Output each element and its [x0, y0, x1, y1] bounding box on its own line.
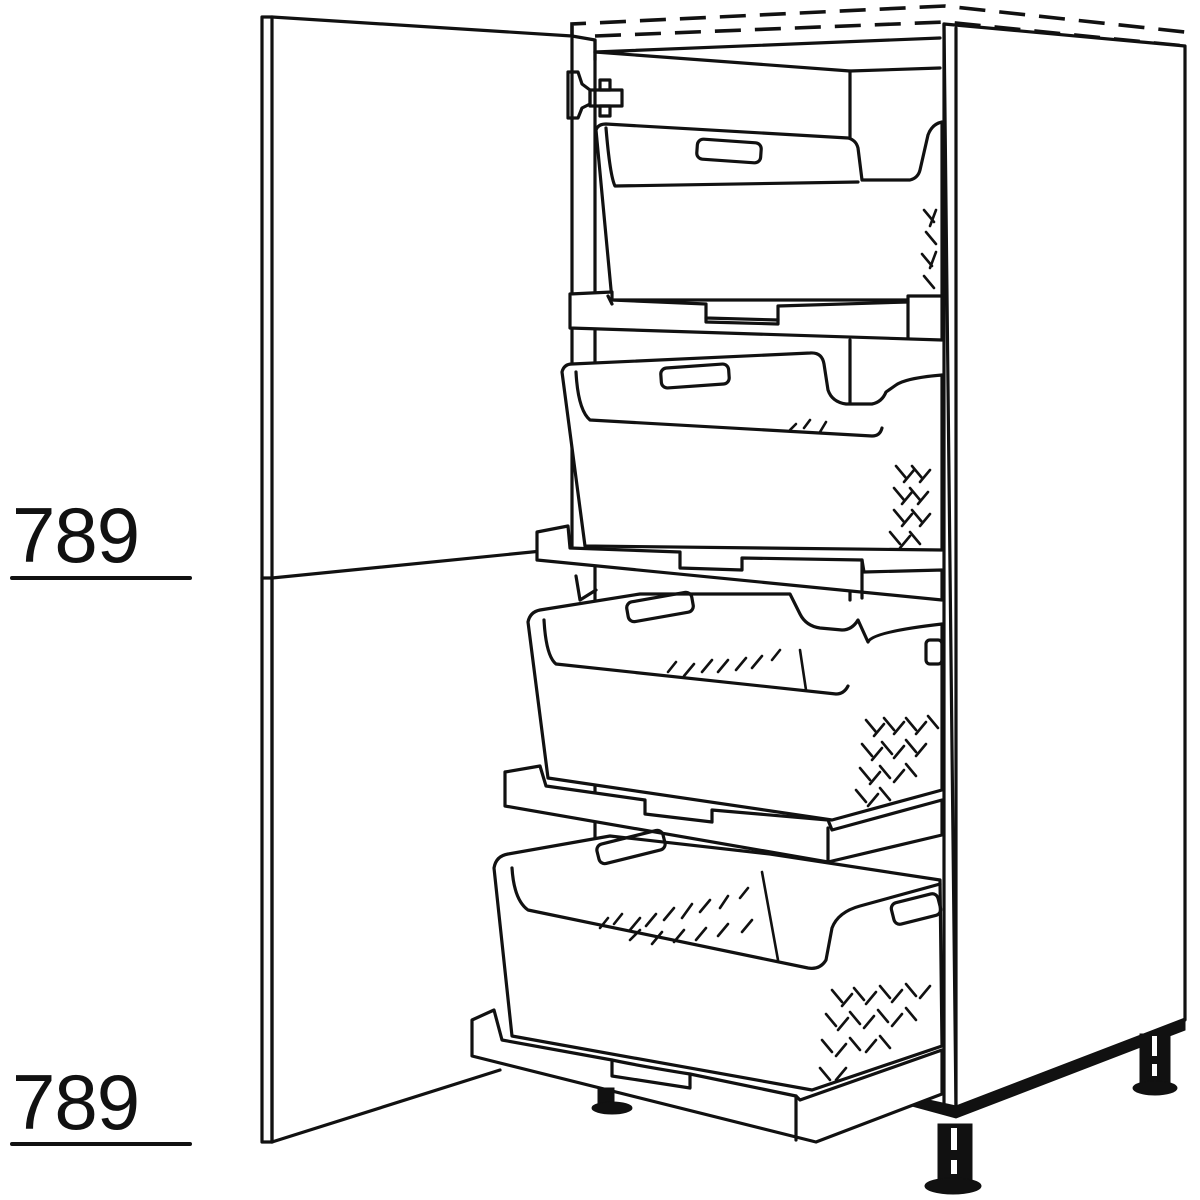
cabinet-legs [591, 1033, 1178, 1195]
cabinet-side-panel [911, 22, 1187, 1119]
hinge-icon [566, 70, 624, 120]
basket-third [503, 590, 944, 864]
leg-front-right [924, 1123, 982, 1195]
worktop-outline [570, 4, 1186, 48]
basket-bottom [470, 828, 944, 1144]
open-door [260, 15, 574, 1144]
basket-top [568, 120, 944, 342]
basket-mesh [788, 418, 932, 550]
basket-mesh [920, 208, 938, 290]
leg-front-left [591, 1087, 633, 1115]
dimension-line-upper [10, 576, 192, 580]
dimension-label-upper: 789 [12, 491, 140, 579]
basket-mesh [598, 870, 932, 1082]
basket-mesh [666, 648, 940, 808]
basket-second [535, 351, 944, 602]
leg-back-right [1132, 1033, 1178, 1096]
dimension-label-lower: 789 [12, 1058, 140, 1146]
dimension-line-lower [10, 1142, 192, 1146]
